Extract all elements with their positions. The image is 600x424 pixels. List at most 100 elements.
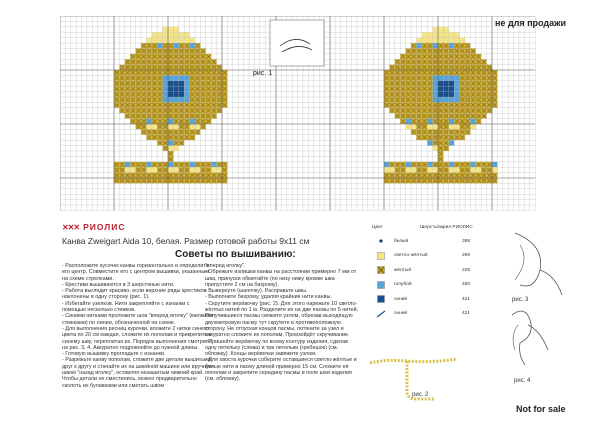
stitch-x-mark [163, 173, 168, 178]
stitch-x-mark [200, 65, 206, 70]
stitch-x-mark [438, 151, 443, 156]
stitch-x-mark [141, 173, 146, 178]
stitch-x-mark [427, 178, 433, 183]
stitch-cell [151, 167, 158, 173]
stitch-x-mark [422, 124, 427, 129]
stitch-x-mark [449, 113, 454, 119]
stitch-x-mark [384, 75, 389, 81]
stitch-x-mark [406, 75, 411, 81]
stitch-x-mark [217, 173, 222, 178]
stitch-cell [432, 80, 438, 87]
stitch-x-mark [195, 92, 200, 97]
stitch-x-mark [433, 140, 438, 146]
stitch-x-mark [157, 113, 163, 119]
legend-code: 421 [462, 296, 471, 302]
stitch-x-mark [384, 70, 389, 75]
stitch-x-mark [427, 86, 433, 92]
stitch-x-mark [206, 81, 211, 86]
stitch-x-mark [422, 178, 427, 183]
stitch-x-mark [195, 129, 200, 135]
stitch-cell [184, 75, 190, 81]
stitch-x-mark [422, 173, 427, 178]
stitch-x-mark [411, 108, 416, 113]
stitch-x-mark [114, 102, 119, 108]
stitch-x-mark [438, 59, 443, 65]
stitch-cell [470, 124, 476, 130]
stitch-x-mark [136, 173, 141, 178]
stitch-x-mark [222, 86, 227, 92]
stitch-x-mark [443, 108, 449, 113]
stitch-x-mark [465, 81, 470, 86]
stitch-x-mark [130, 81, 136, 86]
legend-header-thread: Шерсть/акрил РИОЛИС [420, 225, 473, 230]
stitch-x-mark [476, 178, 481, 183]
instruction-line: - Вывернуте (шапочку). Расправьте швы. [205, 288, 308, 295]
stitch-x-mark [200, 108, 206, 113]
stitch-x-mark [168, 70, 173, 75]
brand-logo-icon: ✕✕✕ [62, 222, 80, 232]
stitch-x-mark [492, 178, 497, 183]
stitch-x-mark [119, 65, 125, 70]
stitch-x-mark [433, 102, 438, 108]
stitch-x-mark [179, 102, 184, 108]
stitch-x-mark [422, 167, 427, 173]
stitch-x-mark [481, 86, 487, 92]
stitch-cell [189, 43, 195, 49]
stitch-x-mark [427, 48, 433, 54]
stitch-x-mark [422, 65, 427, 70]
stitch-x-mark [114, 173, 119, 178]
stitch-x-mark [157, 178, 163, 183]
stitch-x-mark [406, 86, 411, 92]
stitch-cell [216, 167, 222, 173]
stitch-cell [151, 37, 158, 43]
stitch-x-mark [443, 162, 449, 167]
stitch-x-mark [146, 173, 152, 178]
stitch-x-mark [487, 108, 492, 113]
stitch-x-mark [222, 178, 227, 183]
stitch-x-mark [492, 92, 497, 97]
stitch-x-mark [411, 65, 416, 70]
legend-code: 388 [462, 238, 471, 244]
stitch-x-mark [173, 113, 179, 119]
stitch-x-mark [406, 178, 411, 183]
stitch-x-mark [200, 167, 206, 173]
stitch-x-mark [454, 65, 460, 70]
stitch-cell [178, 97, 185, 103]
instruction-line: - Синими нитками проложите шов "вперед и… [62, 313, 213, 326]
stitch-x-mark [384, 173, 389, 178]
stitch-x-mark [114, 178, 119, 183]
stitch-x-mark [146, 135, 152, 140]
stitch-x-mark [465, 124, 470, 129]
instruction-line: - Обрежьте излишки канвы на расстоянии п… [205, 269, 357, 288]
stitch-x-mark [438, 162, 443, 167]
stitch-x-mark [136, 65, 141, 70]
stitch-x-mark [438, 167, 443, 173]
stitch-x-mark [433, 135, 438, 140]
stitch-x-mark [406, 59, 411, 65]
stitch-x-mark [411, 81, 416, 86]
stitch-x-mark [184, 173, 190, 178]
stitch-x-mark [460, 43, 465, 48]
stitch-x-mark [184, 70, 190, 75]
stitch-x-mark [119, 97, 125, 102]
stitch-x-mark [200, 97, 206, 102]
stitch-x-mark [168, 113, 173, 119]
stitch-x-mark [146, 102, 152, 108]
stitch-x-mark [157, 135, 163, 140]
stitch-cell [189, 37, 195, 43]
stitch-x-mark [443, 124, 449, 129]
stitch-x-mark [481, 65, 487, 70]
stitch-cell [189, 124, 195, 130]
stitch-x-mark [200, 54, 206, 59]
stitch-x-mark [465, 167, 470, 173]
stitch-x-mark [460, 92, 465, 97]
stitch-x-mark [125, 178, 130, 183]
instruction-line: - Для хвоста курочки соберите оставшиеся… [205, 357, 357, 383]
stitch-x-mark [163, 113, 168, 119]
stitch-x-mark [190, 129, 195, 135]
stitch-x-mark [157, 102, 163, 108]
stitch-x-mark [406, 70, 411, 75]
stitch-x-mark [152, 65, 157, 70]
stitch-x-mark [438, 113, 443, 119]
